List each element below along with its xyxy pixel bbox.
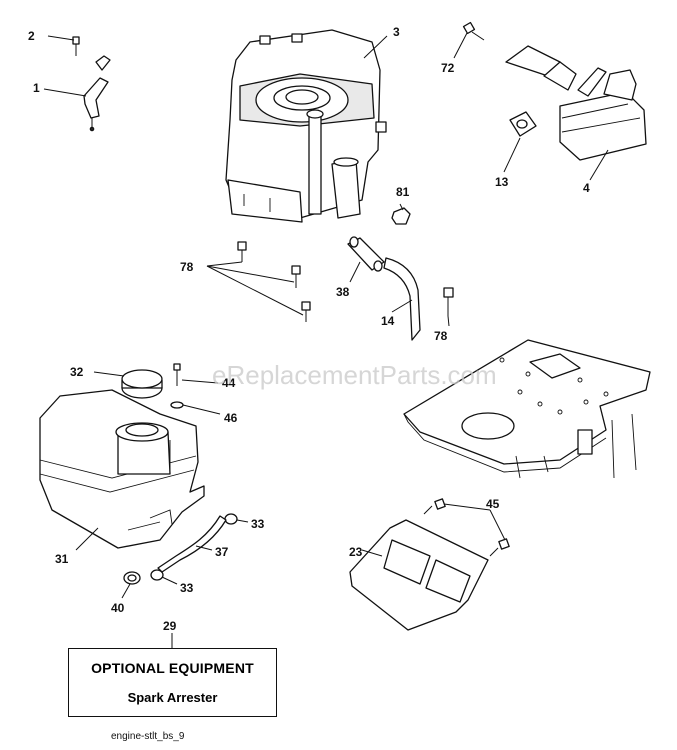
callout-78-left: 78 <box>180 260 194 274</box>
optional-equipment-box: OPTIONAL EQUIPMENT Spark Arrester <box>68 648 277 717</box>
leader-33b <box>161 576 178 585</box>
callout-38: 38 <box>336 285 350 299</box>
callout-72: 72 <box>441 61 455 75</box>
callout-3: 3 <box>393 25 400 39</box>
callout-1: 1 <box>33 81 40 95</box>
watermark-text: eReplacementParts.com <box>212 360 497 390</box>
leader-78a-2 <box>206 265 295 283</box>
grommet-part <box>123 571 141 585</box>
leader-78a-3 <box>206 265 304 316</box>
hose-clamp-lower <box>150 569 164 581</box>
leader-3 <box>363 35 388 59</box>
muffler-bolt-part <box>462 21 485 41</box>
leader-38 <box>349 261 361 283</box>
nut-part <box>391 207 411 225</box>
callout-45: 45 <box>486 497 500 511</box>
hose-clamp-upper <box>224 513 238 525</box>
fuel-line-part <box>383 257 421 341</box>
leader-45-2 <box>489 509 506 541</box>
callout-29: 29 <box>163 619 177 633</box>
callout-33-lower: 33 <box>180 581 194 595</box>
fuel-cap-part <box>121 369 163 399</box>
washer-part <box>170 401 184 409</box>
leader-2 <box>47 35 75 41</box>
leader-31 <box>75 527 99 551</box>
engine-bolts-part <box>237 241 454 322</box>
engine-part <box>225 29 387 223</box>
throttle-bracket-part <box>72 36 111 132</box>
callout-46: 46 <box>224 411 238 425</box>
tank-screw-part <box>173 363 181 386</box>
tank-fuel-hose-part <box>157 515 227 573</box>
callout-33-upper: 33 <box>251 517 265 531</box>
callout-13: 13 <box>495 175 509 189</box>
callout-78-right: 78 <box>434 329 448 343</box>
diagram-code: engine-stlt_bs_9 <box>111 731 185 742</box>
optional-equipment-item: Spark Arrester <box>127 690 218 705</box>
callout-32: 32 <box>70 365 84 379</box>
leader-13 <box>503 137 521 173</box>
muffler-part <box>505 45 647 161</box>
optional-equipment-title: OPTIONAL EQUIPMENT <box>91 660 254 676</box>
callout-37: 37 <box>215 545 229 559</box>
leader-81 <box>399 203 404 211</box>
leader-33a <box>236 519 249 523</box>
callout-23: 23 <box>349 545 363 559</box>
callout-40: 40 <box>111 601 125 615</box>
leader-78b <box>447 315 450 327</box>
leader-40 <box>121 583 131 599</box>
engine-mounting-plate <box>403 339 651 479</box>
leader-1 <box>43 88 87 97</box>
callout-81: 81 <box>396 185 410 199</box>
leader-44 <box>181 379 219 384</box>
leader-37 <box>195 545 213 551</box>
shield-bolts-part <box>423 498 510 557</box>
callout-31: 31 <box>55 552 69 566</box>
leader-32 <box>93 371 125 377</box>
heat-shield-part <box>349 519 489 631</box>
leader-46 <box>182 404 221 415</box>
callout-44: 44 <box>222 376 236 390</box>
fuel-tank-part <box>39 389 205 549</box>
callout-4: 4 <box>583 181 590 195</box>
callout-14: 14 <box>381 314 395 328</box>
gasket-part <box>509 111 537 137</box>
leader-72 <box>453 32 468 59</box>
callout-2: 2 <box>28 29 35 43</box>
leader-23 <box>361 549 383 557</box>
leader-45-1 <box>443 503 491 511</box>
leader-14 <box>391 299 413 313</box>
leader-4 <box>589 149 609 181</box>
leader-78a-1 <box>206 261 243 267</box>
fuel-filter-part <box>347 236 385 272</box>
